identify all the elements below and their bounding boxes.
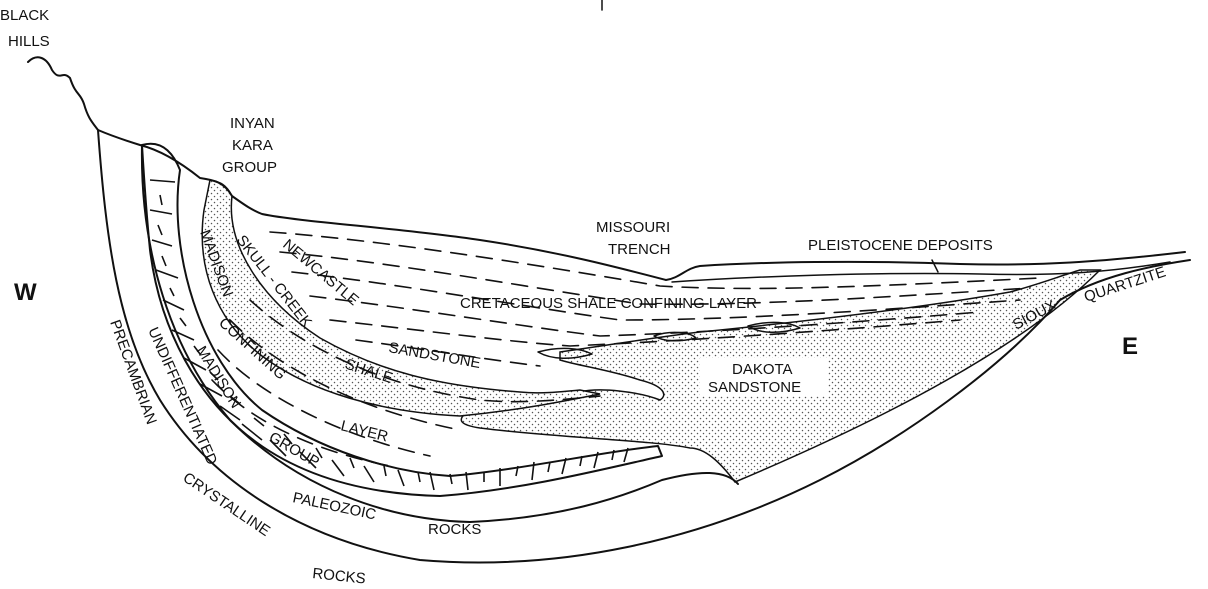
paleozoic-lower-boundary bbox=[140, 144, 739, 523]
label-precambrian-3: ROCKS bbox=[312, 565, 367, 584]
label-pleistocene: PLEISTOCENE DEPOSITS bbox=[808, 237, 993, 254]
label-missouri-1: MISSOURI bbox=[596, 219, 670, 236]
label-undiff-3: ROCKS bbox=[428, 521, 481, 538]
label-inyan-3: GROUP bbox=[222, 159, 277, 176]
label-east: E bbox=[1122, 333, 1138, 360]
pleistocene-base bbox=[671, 261, 1171, 283]
limestone-brick-pattern bbox=[149, 179, 629, 491]
label-precambrian-2: CRYSTALLINE bbox=[180, 469, 273, 540]
label-west: W bbox=[14, 279, 37, 306]
label-dakota-1: DAKOTA bbox=[732, 361, 793, 378]
label-madison-c-3: LAYER bbox=[339, 417, 390, 445]
dakota-label-backing bbox=[700, 358, 828, 396]
sand-lens-2 bbox=[747, 321, 801, 333]
inyan-kara-sandstone-band bbox=[201, 179, 601, 417]
madison-group-limestone bbox=[141, 142, 663, 497]
shale-dash-lines bbox=[211, 231, 1041, 467]
sand-lens-3 bbox=[653, 331, 697, 342]
label-inyan-1: INYAN bbox=[230, 115, 275, 132]
label-undiff-2: PALEOZOIC bbox=[291, 489, 378, 523]
pleistocene-leader bbox=[931, 259, 939, 273]
ground-surface bbox=[27, 56, 1186, 281]
label-cretaceous: CRETACEOUS SHALE CONFINING LAYER bbox=[460, 295, 757, 312]
label-dakota-2: SANDSTONE bbox=[708, 379, 801, 396]
label-black-hills-1: BLACK bbox=[0, 7, 49, 24]
label-newcastle-2: SANDSTONE bbox=[387, 339, 482, 372]
sand-lens-1 bbox=[537, 347, 593, 359]
label-missouri-2: TRENCH bbox=[608, 241, 671, 258]
label-inyan-2: KARA bbox=[232, 137, 273, 154]
label-black-hills-2: HILLS bbox=[8, 33, 50, 50]
precambrian-basement-boundary bbox=[97, 129, 1191, 564]
